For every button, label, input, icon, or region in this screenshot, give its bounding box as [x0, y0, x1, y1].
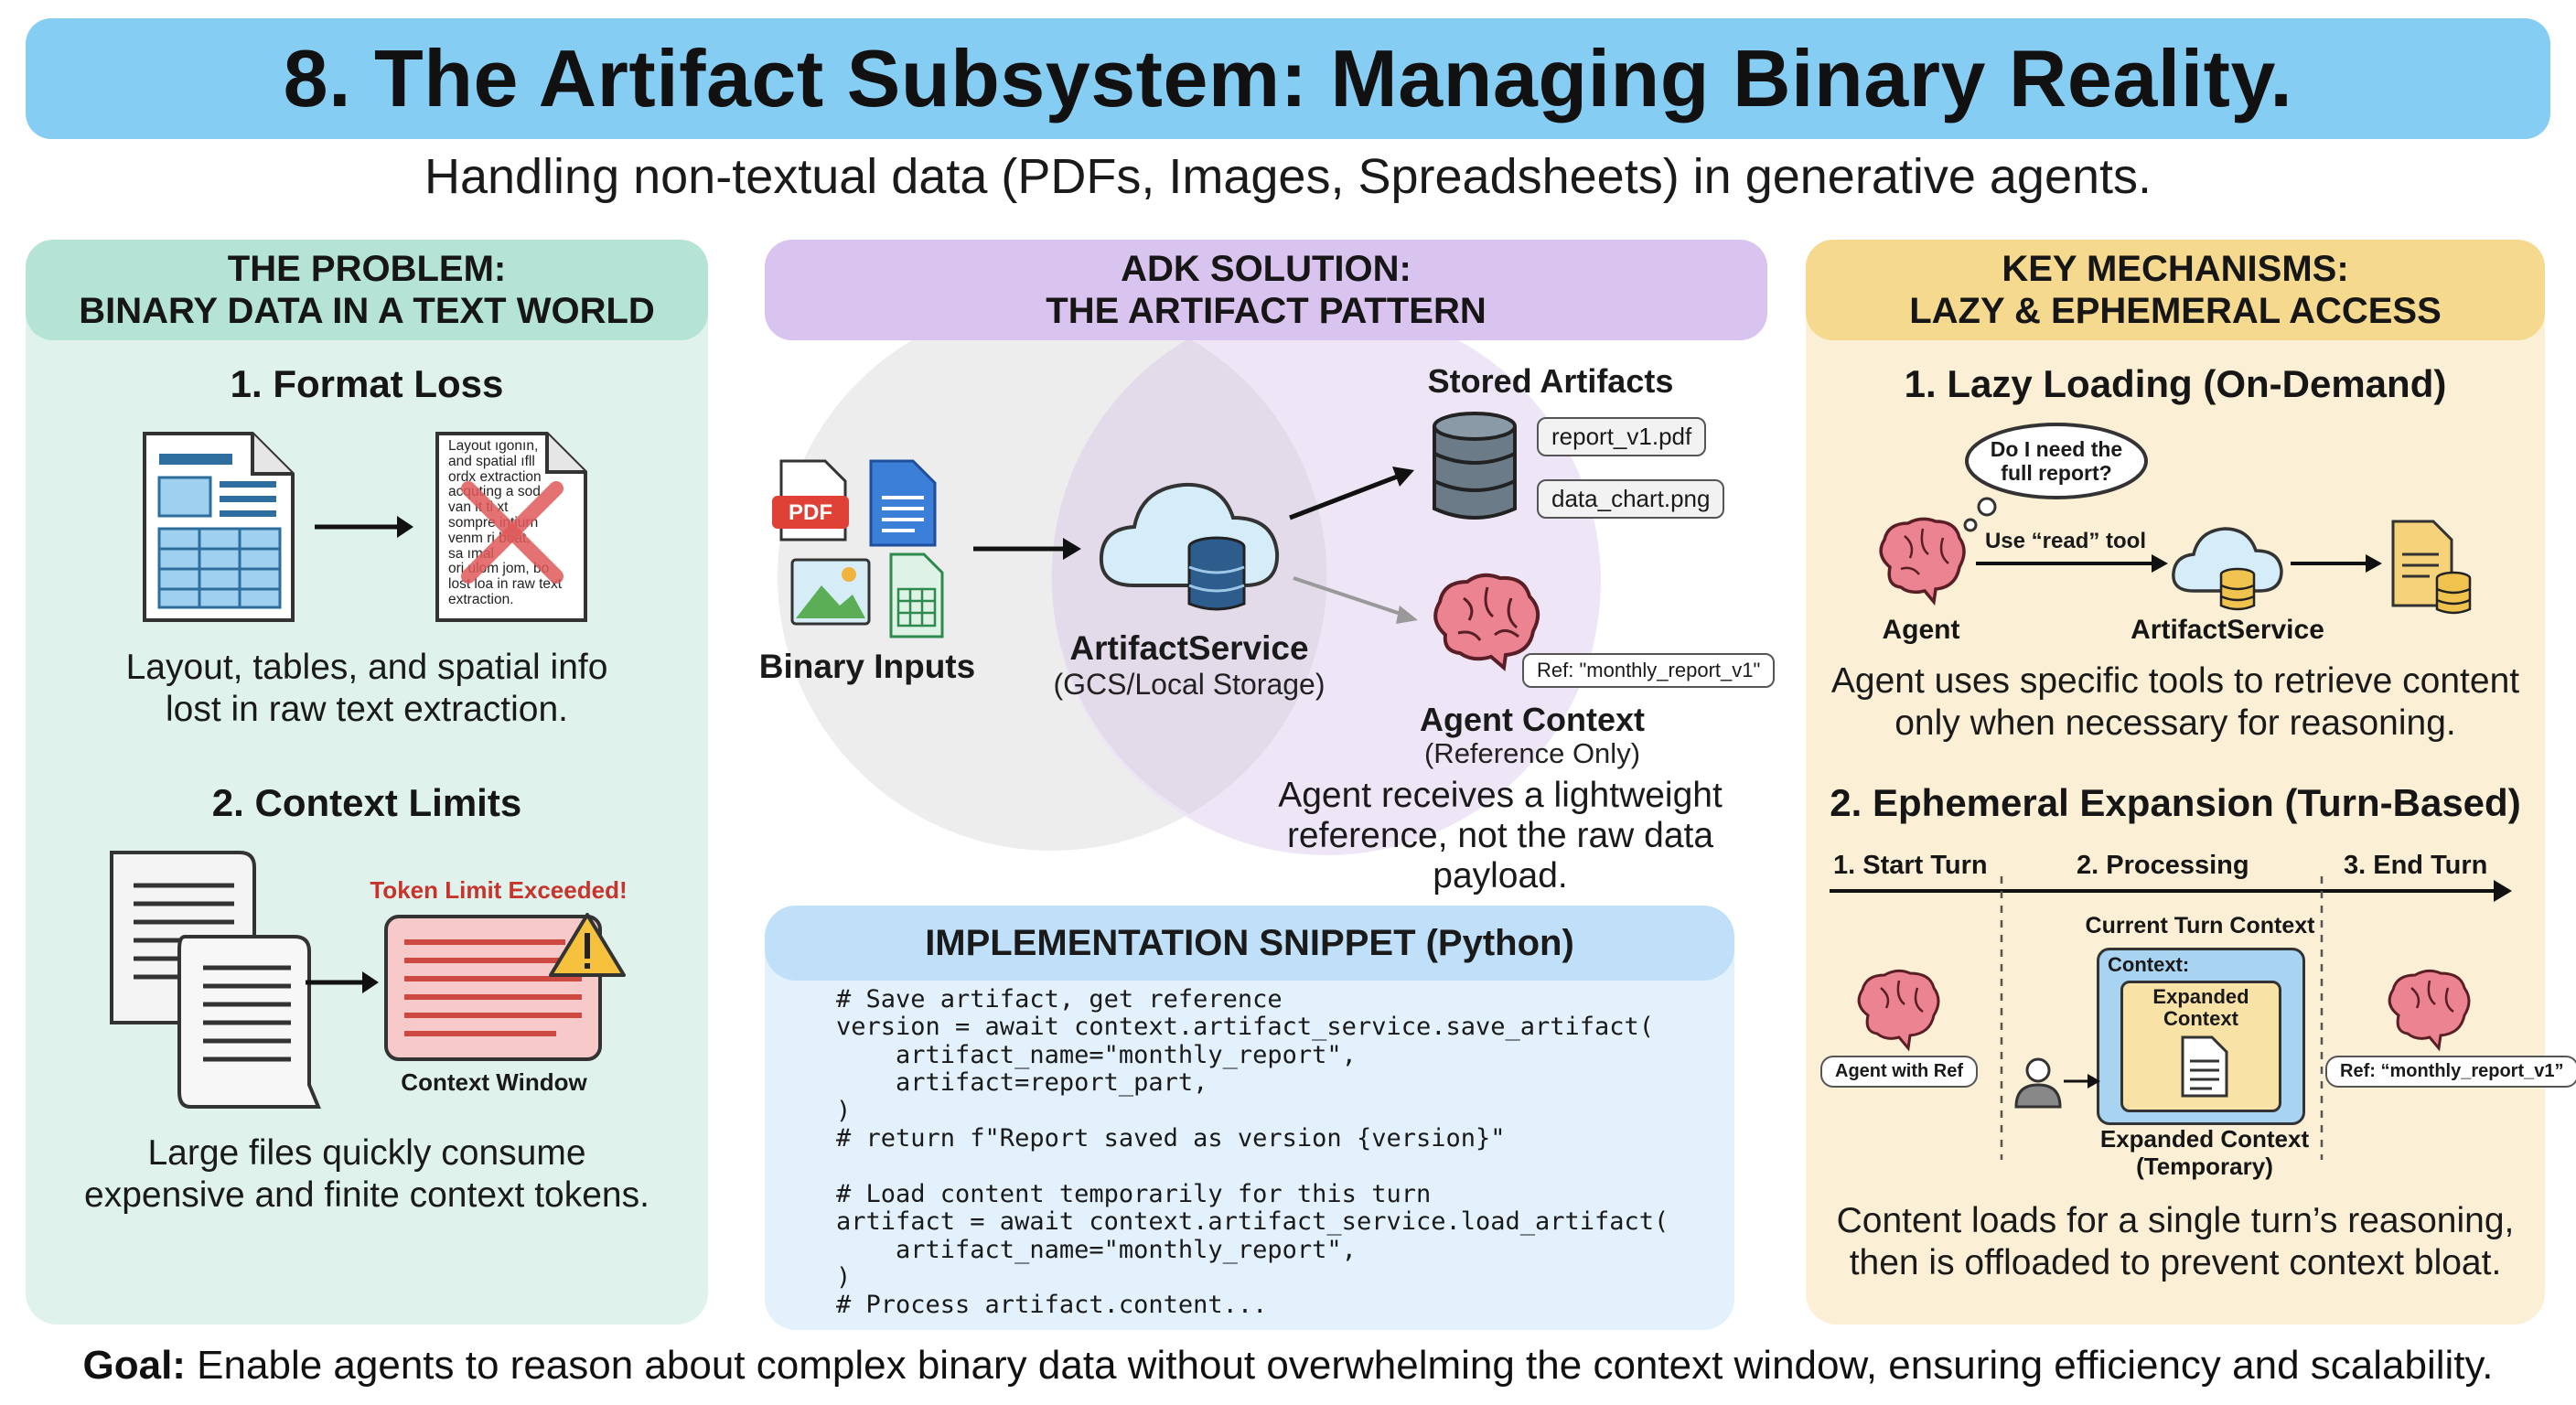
goal-label: Goal: [82, 1343, 186, 1388]
document-icon [2181, 1035, 2228, 1098]
document-database-icon [2391, 520, 2472, 615]
mechanisms-header: KEY MECHANISMS: LAZY & EPHEMERAL ACCESS [1806, 240, 2545, 340]
lazy-loading-title: 1. Lazy Loading (On-Demand) [1904, 362, 2447, 405]
stored-file-chart: data_chart.png [1537, 479, 1725, 519]
reference-tag: Ref: "monthly_report_v1" [1522, 653, 1776, 688]
page-subtitle: Handling non-textual data (PDFs, Images,… [424, 149, 2152, 204]
red-x-icon [461, 481, 564, 584]
ephemeral-caption: Content loads for a single turn’s reason… [1836, 1201, 2515, 1282]
current-turn-context-label: Current Turn Context [2085, 913, 2315, 938]
context-window-icon [384, 913, 626, 1061]
agent-brain-icon [2388, 969, 2471, 1052]
user-person-icon [2014, 1057, 2100, 1109]
stored-artifacts-title: Stored Artifacts [1427, 362, 1674, 400]
stored-file-report: report_v1.pdf [1537, 417, 1707, 456]
use-read-tool-label: Use “read” tool [1984, 529, 2147, 553]
artifact-service-sublabel: (GCS/Local Storage) [1053, 668, 1326, 701]
solution-header-line2: THE ARTIFACT PATTERN [1046, 291, 1487, 331]
brain-icon [1433, 573, 1540, 671]
format-loss-caption: Layout, tables, and spatial info lost in… [125, 648, 608, 729]
code-panel-header: IMPLEMENTATION SNIPPET (Python) [765, 906, 1734, 981]
solution-caption: Agent receives a lightweight reference, … [1278, 776, 1723, 896]
problem-header-line2: BINARY DATA IN A TEXT WORLD [79, 291, 655, 331]
format-loss-title: 1. Format Loss [230, 362, 504, 405]
artifact-service-label: ArtifactService [1069, 629, 1309, 667]
solution-header: ADK SOLUTION: THE ARTIFACT PATTERN [765, 240, 1767, 340]
agent-context-label: Agent Context [1420, 701, 1645, 738]
context-limits-caption: Large files quickly consume expensive an… [84, 1133, 649, 1215]
arrow-right-icon [1976, 554, 2168, 573]
mechanisms-header-line2: LAZY & EPHEMERAL ACCESS [1909, 291, 2442, 331]
problem-header-line1: THE PROBLEM: [227, 249, 507, 289]
context-box-label: Context: [2108, 953, 2190, 976]
arrow-right-icon [306, 971, 379, 993]
artifact-service-cloud-icon [1099, 482, 1280, 611]
token-limit-warning: Token Limit Exceeded! [370, 876, 628, 904]
goal-statement: Goal: Enable agents to reason about comp… [0, 1343, 2576, 1389]
arrow-right-icon [973, 538, 1081, 560]
binary-inputs-icons: PDF [772, 459, 944, 638]
arrow-right-icon [2291, 554, 2382, 573]
turn-timeline [1830, 876, 2512, 1160]
thought-text: Do I need the full report? [1990, 437, 2123, 485]
agent-brain-icon [1879, 517, 1966, 606]
agent-brain-icon [1857, 969, 1940, 1052]
arrows-to-storage-and-agent [1289, 467, 1418, 624]
step-processing: 2. Processing [2077, 851, 2249, 880]
title-bar: 8. The Artifact Subsystem: Managing Bina… [26, 18, 2550, 139]
solution-header-line1: ADK SOLUTION: [1121, 249, 1411, 289]
thought-bubble-icon [1963, 423, 2148, 532]
database-icon [1433, 412, 1517, 520]
context-window-label: Context Window [401, 1068, 587, 1096]
arrow-right-icon [315, 516, 413, 538]
pdf-badge: PDF [789, 500, 832, 525]
document-icon [143, 432, 295, 622]
expanded-context-temporary-label: Expanded Context (Temporary) [2099, 1125, 2310, 1180]
expanded-inner-label: Expanded Context [2152, 985, 2249, 1030]
mechanisms-panel [1806, 240, 2545, 1325]
step-end-turn: 3. End Turn [2344, 851, 2488, 880]
agent-label: Agent [1882, 615, 1960, 645]
lazy-loading-caption: Agent uses specific tools to retrieve co… [1830, 661, 2520, 743]
context-limits-title: 2. Context Limits [211, 781, 522, 824]
problem-header: THE PROBLEM: BINARY DATA IN A TEXT WORLD [26, 240, 708, 340]
artifact-service-label-right: ArtifactService [2131, 615, 2324, 645]
binary-inputs-label: Binary Inputs [758, 648, 976, 685]
page-title: 8. The Artifact Subsystem: Managing Bina… [283, 33, 2293, 123]
ref-tag-end-turn: Ref: “monthly_report_v1” [2325, 1056, 2576, 1088]
step-start-turn: 1. Start Turn [1833, 851, 1988, 880]
agent-with-ref-tag: Agent with Ref [1820, 1056, 1978, 1088]
artifact-service-cloud-icon [2172, 527, 2283, 611]
ephemeral-title: 2. Ephemeral Expansion (Turn-Based) [1830, 781, 2521, 824]
problem-panel [26, 240, 708, 1325]
agent-context-sublabel: (Reference Only) [1423, 737, 1641, 769]
goal-text: Enable agents to reason about complex bi… [185, 1343, 2494, 1388]
stacked-documents-icon [110, 851, 321, 1109]
mechanisms-header-line1: KEY MECHANISMS: [2002, 249, 2349, 289]
